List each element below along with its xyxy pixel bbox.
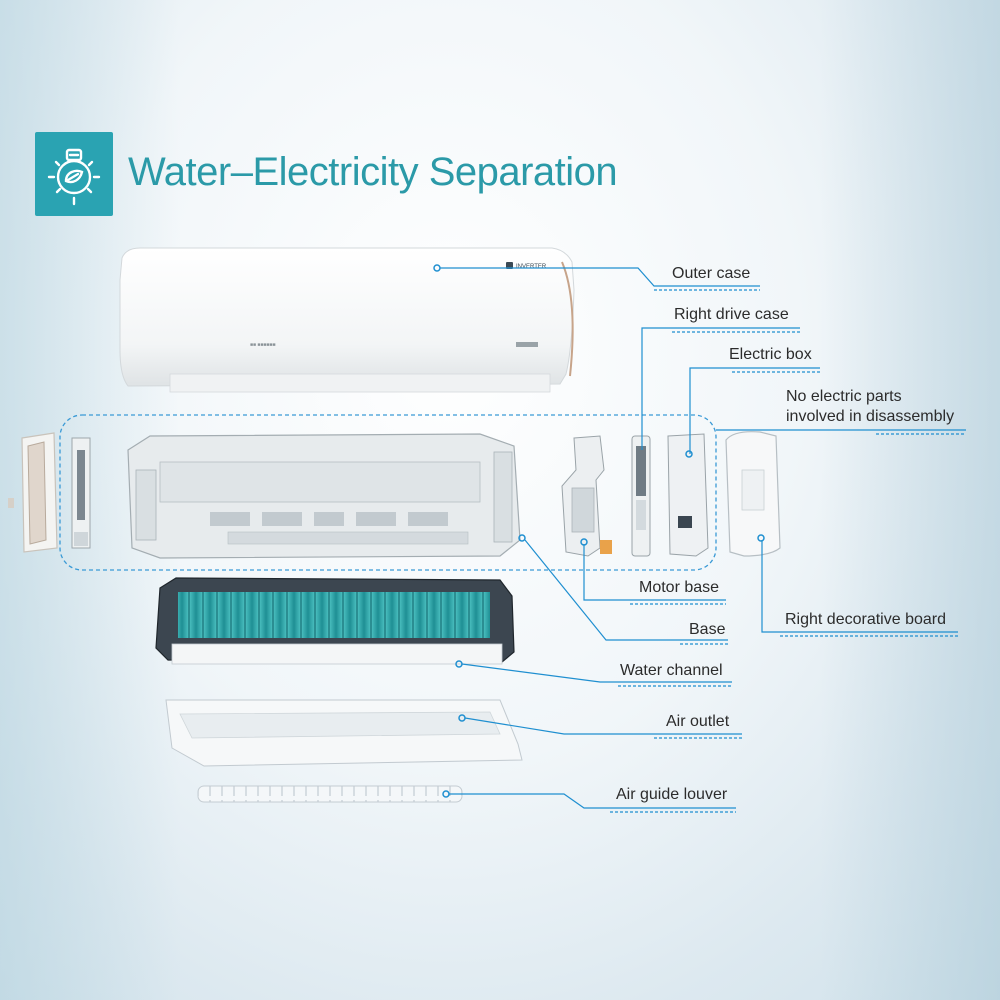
- label-air-guide-louver: Air guide louver: [616, 786, 728, 803]
- brand-mark: ■■ ■■■■■■: [250, 342, 276, 348]
- label-water-channel: Water channel: [620, 662, 723, 679]
- label-air-outlet: Air outlet: [666, 713, 730, 730]
- label-outer-case: Outer case: [672, 265, 751, 282]
- label-no-electric-line1: No electric parts: [786, 388, 902, 405]
- lightbulb-leaf-icon: [35, 132, 113, 216]
- leader-lines: [440, 267, 966, 813]
- label-electric-box: Electric box: [729, 346, 812, 363]
- left-end-cap: [8, 432, 58, 553]
- no-electric-parts-frame: [59, 414, 717, 571]
- page-title: Water–Electricity Separation: [128, 150, 618, 194]
- left-drive-bracket: [71, 437, 91, 549]
- right-decorative-board: [725, 431, 781, 557]
- inverter-badge: INVERTER: [516, 264, 547, 270]
- right-drive-case: [631, 435, 651, 557]
- fan-water-channel-assembly: [155, 577, 515, 668]
- motor-base: [561, 435, 612, 557]
- label-motor-base: Motor base: [639, 579, 720, 596]
- electric-box: [667, 433, 709, 557]
- air-guide-louver: [197, 785, 463, 803]
- label-no-electric-line2: involved in disassembly: [786, 408, 955, 425]
- label-no-electric-parts: No electric parts involved in disassembl…: [786, 387, 954, 427]
- label-base: Base: [689, 621, 726, 638]
- label-right-decorative-board: Right decorative board: [785, 611, 946, 628]
- chassis-base: [127, 433, 526, 559]
- outer-case: INVERTER ■■ ■■■■■■: [119, 247, 575, 393]
- air-outlet-panel: [165, 699, 523, 767]
- label-right-drive-case: Right drive case: [674, 306, 789, 323]
